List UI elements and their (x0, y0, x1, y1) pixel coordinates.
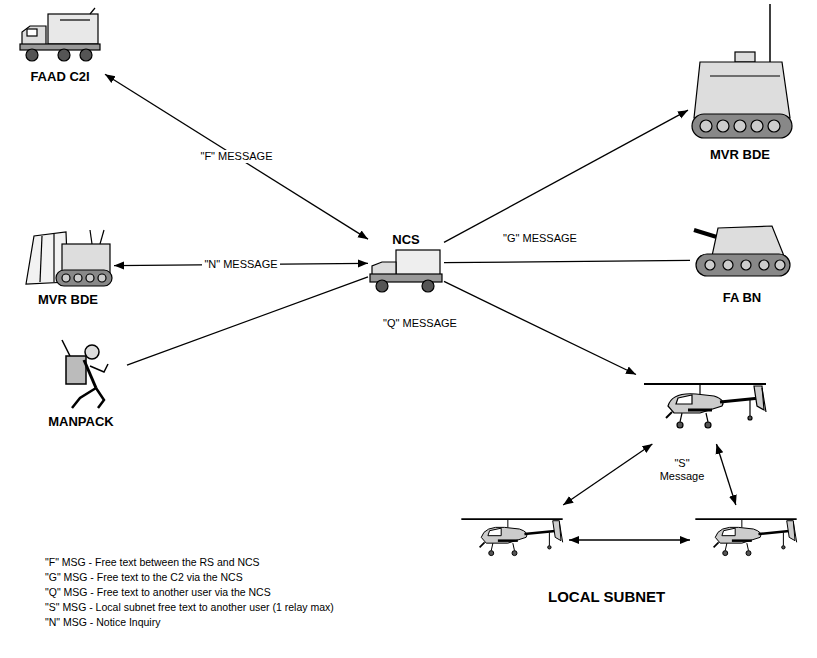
tent-track-icon (26, 230, 112, 286)
howitzer-icon-part (712, 226, 784, 256)
command-track-icon-part (735, 52, 755, 62)
tent-track-icon-part (74, 274, 82, 282)
manpack-soldier-icon-part (85, 345, 99, 359)
faad-truck-icon-part (48, 14, 98, 44)
faad-truck-icon (20, 8, 100, 61)
artillery-node: FA BN (690, 215, 794, 305)
tent-track-icon-part (62, 274, 70, 282)
node-label: MVR BDE (38, 292, 98, 307)
howitzer-icon-part (759, 260, 769, 270)
command-track-icon (692, 4, 792, 138)
node-label: FA BN (723, 290, 762, 305)
brigade-vehicle-node: MVR BDE (688, 2, 792, 162)
helicopter-icons-part (644, 384, 766, 428)
ncs-humvee-icon-part (376, 280, 388, 292)
tent-track-icon-part (86, 274, 94, 282)
faad-truck-icon-part (60, 19, 90, 20)
ncs-humvee-icon-part (422, 280, 434, 292)
helicopter-node (690, 505, 804, 575)
helicopter-icons-part (695, 519, 796, 556)
howitzer-icon (694, 226, 790, 276)
tent-track-icon-part (56, 270, 112, 286)
faad-truck-icon-part (26, 49, 38, 61)
manpack-soldier-icon-part (84, 360, 96, 388)
message-connector (444, 110, 688, 242)
manpack-soldier-icon-part (90, 364, 108, 372)
message-label: "Q" MESSAGE (381, 317, 459, 330)
howitzer-icon-part (705, 260, 715, 270)
tent-track-icon-part (100, 230, 104, 244)
faad-vehicle-node: FAAD C2I (15, 8, 105, 84)
brigade-vehicle-node: MVR BDE (22, 225, 114, 307)
tent-track-icon-part (53, 234, 54, 282)
tent-track-icon-part (98, 274, 106, 282)
message-connector (444, 281, 636, 374)
howitzer-icon-part (775, 260, 785, 270)
key-note: "G" MSG - Free text to the C2 via the NC… (45, 571, 243, 584)
key-note: "F" MSG - Free text between the RS and N… (45, 556, 260, 569)
message-connector (127, 277, 368, 365)
message-connector (569, 539, 690, 540)
howitzer-icon-part (741, 260, 751, 270)
manpack-soldier-icon-part (72, 388, 104, 408)
message-connector (105, 74, 368, 239)
manpack-node: MANPACK (35, 335, 127, 429)
howitzer-icon-part (696, 254, 790, 276)
ncs-humvee-icon-part (396, 250, 440, 276)
faad-truck-icon-part (27, 29, 37, 36)
manpack-soldier-icon-part (62, 340, 70, 356)
command-track-icon-part (700, 120, 712, 132)
command-track-icon-part (694, 62, 790, 118)
node-label: NCS (392, 232, 419, 247)
howitzer-icon-part (723, 260, 733, 270)
message-connector (563, 444, 652, 505)
command-track-icon-part (769, 4, 771, 62)
node-label: MVR BDE (710, 147, 770, 162)
command-track-icon-part (692, 114, 792, 138)
node-label: FAAD C2I (30, 69, 89, 84)
tent-track-icon-part (40, 236, 42, 282)
ncs-humvee-icon (370, 250, 442, 292)
faad-truck-icon-part (58, 49, 70, 61)
manpack-soldier-icon-part (66, 356, 86, 384)
node-label: MANPACK (48, 414, 113, 429)
faad-truck-icon-part (90, 8, 95, 14)
key-note: "Q" MSG - Free text to another user via … (45, 586, 271, 599)
command-track-icon-part (768, 120, 780, 132)
tent-track-icon-part (90, 230, 92, 244)
message-connector (716, 444, 735, 505)
helicopter-icons-part (461, 519, 562, 556)
message-label: "F" MESSAGE (199, 150, 275, 163)
message-label: "N" MESSAGE (202, 258, 279, 271)
command-track-icon-part (734, 120, 746, 132)
message-label: "G" MESSAGE (501, 232, 579, 245)
message-connector (444, 260, 690, 262)
command-track-icon-part (751, 120, 763, 132)
command-track-icon-part (710, 75, 780, 76)
helicopter-icons (461, 384, 796, 556)
command-track-icon-part (717, 120, 729, 132)
helicopter-node (636, 372, 774, 444)
message-label: "S" Message (655, 457, 709, 483)
faad-truck-icon-part (80, 49, 92, 61)
key-note: "S" MSG - Local subnet free text to anot… (45, 601, 334, 614)
key-note: "N" MSG - Notice Inquiry (45, 616, 160, 629)
subnet-label: LOCAL SUBNET (548, 588, 665, 606)
helicopter-node (455, 505, 569, 575)
ncs-vehicle-node: NCS (368, 232, 444, 294)
manpack-soldier-icon (62, 340, 108, 408)
